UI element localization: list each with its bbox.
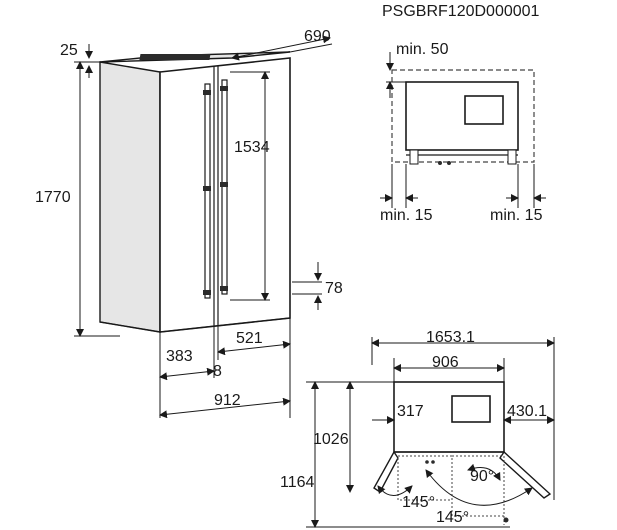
clearance-top: min. 50 bbox=[396, 41, 449, 58]
plan-depth-open: 1164 bbox=[280, 474, 315, 491]
dim-gap: 8 bbox=[213, 363, 222, 380]
clearance-display-panel bbox=[464, 95, 504, 125]
plan-left-swing: 317 bbox=[397, 403, 424, 420]
dim-depth: 690 bbox=[304, 28, 331, 45]
dim-width-left: 383 bbox=[166, 348, 193, 365]
plan-depth-closed: 1026 bbox=[313, 431, 349, 448]
plan-display-panel bbox=[451, 395, 491, 423]
clearance-right: min. 15 bbox=[490, 207, 543, 224]
plan-right-door-open bbox=[499, 450, 552, 499]
plan-angle-right: 90° bbox=[470, 468, 494, 485]
clearance-left: min. 15 bbox=[380, 207, 433, 224]
top-vent bbox=[139, 54, 211, 60]
dim-width-right: 521 bbox=[236, 330, 263, 347]
model-code: PSGBRF120D000001 bbox=[382, 3, 540, 20]
dim-top-offset: 25 bbox=[60, 42, 78, 59]
plan-overall-width: 1653.1 bbox=[426, 329, 475, 346]
clearance-envelope bbox=[391, 69, 535, 163]
plan-cabinet-width: 906 bbox=[432, 354, 459, 371]
plan-view: 1653.1 906 317 430.1 1026 1164 bbox=[280, 329, 555, 528]
plan-angle-bottom: 145° bbox=[436, 509, 469, 526]
plan-angle-left: 145° bbox=[402, 494, 435, 511]
dim-handle-height: 1534 bbox=[234, 139, 270, 156]
fridge-front-view: 1770 25 690 1534 78 521 383 8 bbox=[35, 28, 343, 419]
plan-left-door-open bbox=[373, 450, 399, 494]
clearance-view: min. 50 min. 15 min. 15 bbox=[380, 41, 546, 224]
fridge-side-panel bbox=[99, 61, 161, 333]
plan-right-swing: 430.1 bbox=[507, 403, 547, 420]
dim-width-total: 912 bbox=[214, 392, 241, 409]
dim-bottom-clearance: 78 bbox=[325, 280, 343, 297]
dim-height-total: 1770 bbox=[35, 189, 71, 206]
